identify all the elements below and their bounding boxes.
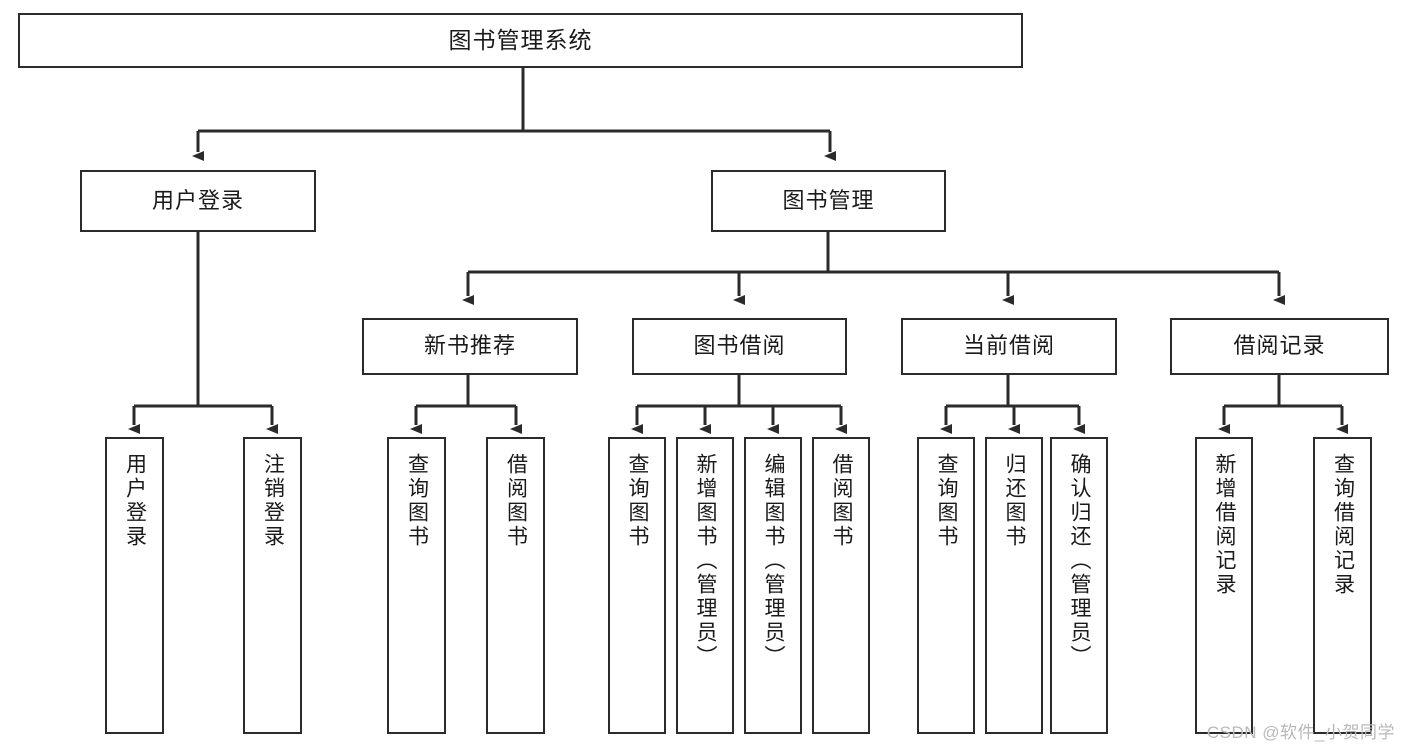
node-leaf-query-borrow-record-label: 查询借阅记录 [1331, 453, 1355, 597]
node-book-borrow[interactable]: 图书借阅 [632, 318, 847, 375]
node-leaf-add-borrow-record-label: 新增借阅记录 [1213, 453, 1237, 597]
node-new-book-recommend[interactable]: 新书推荐 [362, 318, 578, 375]
node-leaf-edit-book[interactable]: 编辑图书（管理员） [744, 437, 802, 734]
node-book-manage[interactable]: 图书管理 [711, 170, 946, 232]
node-leaf-user-login[interactable]: 用户登录 [105, 437, 164, 734]
node-leaf-borrow-book-1[interactable]: 借阅图书 [486, 437, 545, 734]
node-leaf-query-book-2[interactable]: 查询图书 [608, 437, 666, 734]
node-root[interactable]: 图书管理系统 [18, 13, 1023, 68]
node-leaf-query-book-2-label: 查询图书 [626, 453, 650, 549]
node-leaf-add-book-label: 新增图书（管理员） [694, 453, 718, 669]
node-borrow-record[interactable]: 借阅记录 [1170, 318, 1389, 375]
node-leaf-query-book-3-label: 查询图书 [935, 453, 959, 549]
node-leaf-confirm-return-label: 确认归还（管理员） [1068, 453, 1092, 669]
node-leaf-logout-label: 注销登录 [261, 453, 285, 549]
node-book-borrow-label: 图书借阅 [693, 333, 786, 359]
node-leaf-borrow-book-2[interactable]: 借阅图书 [812, 437, 870, 734]
node-new-book-recommend-label: 新书推荐 [423, 333, 516, 359]
node-leaf-add-borrow-record[interactable]: 新增借阅记录 [1195, 437, 1253, 734]
node-book-manage-label: 图书管理 [782, 187, 875, 213]
node-leaf-confirm-return[interactable]: 确认归还（管理员） [1050, 437, 1108, 734]
node-leaf-query-book-3[interactable]: 查询图书 [917, 437, 975, 734]
node-leaf-borrow-book-2-label: 借阅图书 [830, 453, 854, 549]
node-leaf-borrow-book-1-label: 借阅图书 [504, 453, 528, 549]
node-leaf-add-book[interactable]: 新增图书（管理员） [676, 437, 734, 734]
node-current-borrow-label: 当前借阅 [962, 333, 1055, 359]
watermark: CSDN @软件_小贺同学 [1206, 723, 1395, 742]
node-user-login[interactable]: 用户登录 [80, 170, 316, 232]
node-leaf-query-book-1[interactable]: 查询图书 [387, 437, 446, 734]
node-current-borrow[interactable]: 当前借阅 [901, 318, 1117, 375]
node-leaf-logout[interactable]: 注销登录 [243, 437, 302, 734]
node-root-label: 图书管理系统 [448, 26, 593, 53]
node-leaf-user-login-label: 用户登录 [123, 453, 147, 549]
node-leaf-edit-book-label: 编辑图书（管理员） [762, 453, 786, 669]
node-leaf-return-book[interactable]: 归还图书 [985, 437, 1043, 734]
node-user-login-label: 用户登录 [151, 187, 244, 213]
node-leaf-query-book-1-label: 查询图书 [405, 453, 429, 549]
node-borrow-record-label: 借阅记录 [1233, 333, 1326, 359]
node-leaf-return-book-label: 归还图书 [1003, 453, 1027, 549]
node-leaf-query-borrow-record[interactable]: 查询借阅记录 [1313, 437, 1372, 734]
